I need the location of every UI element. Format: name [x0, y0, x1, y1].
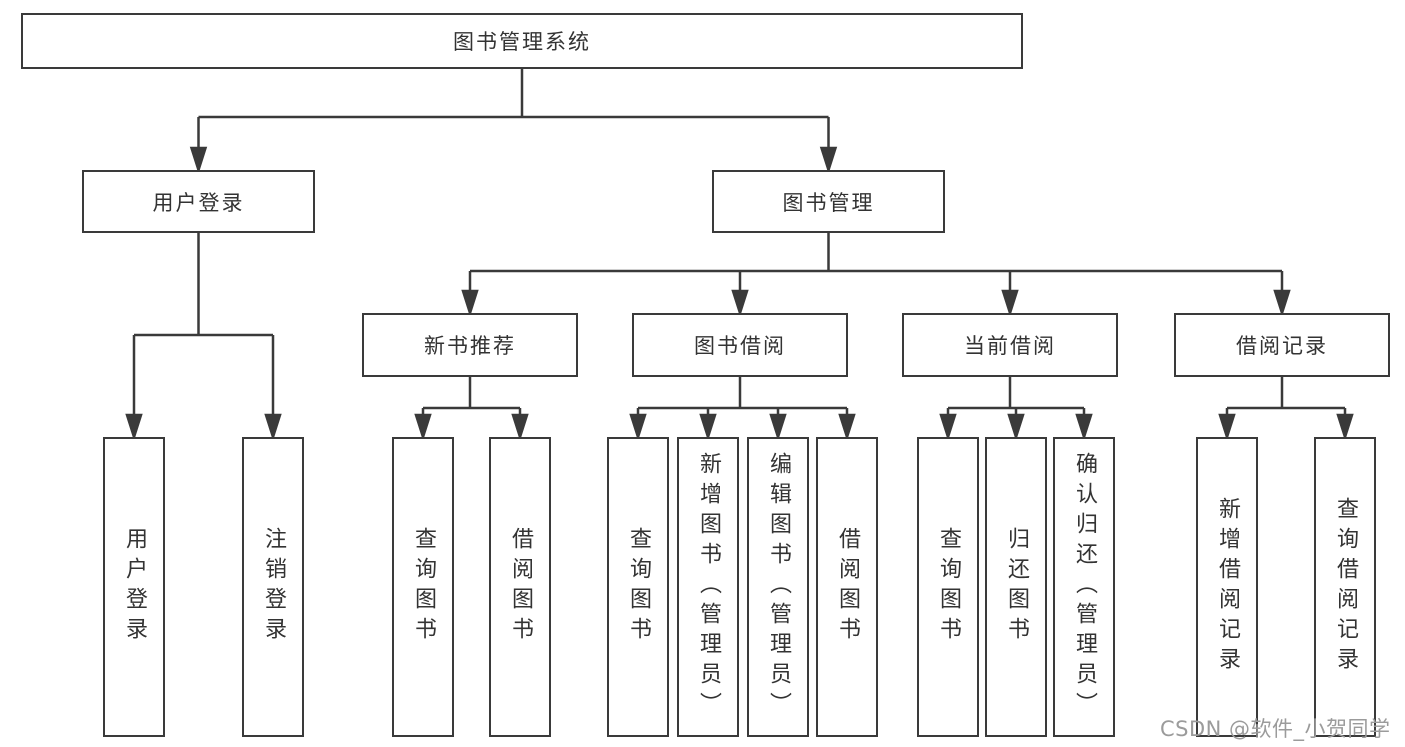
node-book-management: 图书管理 [712, 170, 945, 233]
arrowhead-icon [125, 413, 143, 442]
leaf-query-book-borrow: 查询图书 [607, 437, 669, 737]
arrowhead-icon [699, 413, 717, 442]
arrowhead-icon [629, 413, 647, 442]
arrowhead-icon [939, 413, 957, 442]
arrowhead-icon [1001, 289, 1019, 318]
arrowhead-icon [461, 289, 479, 318]
connector-current-to-children [939, 376, 1093, 442]
connector-user-login-to-children [125, 233, 282, 442]
arrowhead-icon [1218, 413, 1236, 442]
connector-borrow-to-children [629, 376, 856, 442]
arrowhead-icon [838, 413, 856, 442]
leaf-query-borrow-record: 查询借阅记录 [1314, 437, 1376, 737]
leaf-add-book-admin: 新增图书（管理员） [677, 437, 739, 737]
connector-recommend-to-children [414, 376, 529, 442]
leaf-return-book: 归还图书 [985, 437, 1047, 737]
leaf-logout-login: 注销登录 [242, 437, 304, 737]
node-book-borrowing: 图书借阅 [632, 313, 848, 377]
arrowhead-icon [1075, 413, 1093, 442]
arrowhead-icon [769, 413, 787, 442]
connector-book-mgmt-to-level3 [461, 233, 1291, 318]
connector-records-to-children [1218, 376, 1354, 442]
arrowhead-icon [1273, 289, 1291, 318]
connector-root-to-level2 [189, 69, 838, 175]
node-user-login: 用户登录 [82, 170, 315, 233]
arrowhead-icon [264, 413, 282, 442]
leaf-query-book-recommend: 查询图书 [392, 437, 454, 737]
node-root-library-system: 图书管理系统 [21, 13, 1023, 69]
leaf-borrow-book: 借阅图书 [816, 437, 878, 737]
arrowhead-icon [414, 413, 432, 442]
node-current-borrowing: 当前借阅 [902, 313, 1118, 377]
node-new-book-recommend: 新书推荐 [362, 313, 578, 377]
leaf-borrow-book-recommend: 借阅图书 [489, 437, 551, 737]
arrowhead-icon [1336, 413, 1354, 442]
leaf-add-borrow-record: 新增借阅记录 [1196, 437, 1258, 737]
arrowhead-icon [731, 289, 749, 318]
arrowhead-icon [1007, 413, 1025, 442]
leaf-edit-book-admin: 编辑图书（管理员） [747, 437, 809, 737]
arrowhead-icon [819, 146, 838, 175]
csdn-watermark: CSDN @软件_小贺同学 [1160, 717, 1391, 741]
arrowhead-icon [189, 146, 208, 175]
leaf-user-login: 用户登录 [103, 437, 165, 737]
leaf-query-book-current: 查询图书 [917, 437, 979, 737]
node-borrowing-records: 借阅记录 [1174, 313, 1390, 377]
arrowhead-icon [511, 413, 529, 442]
leaf-confirm-return-admin: 确认归还（管理员） [1053, 437, 1115, 737]
